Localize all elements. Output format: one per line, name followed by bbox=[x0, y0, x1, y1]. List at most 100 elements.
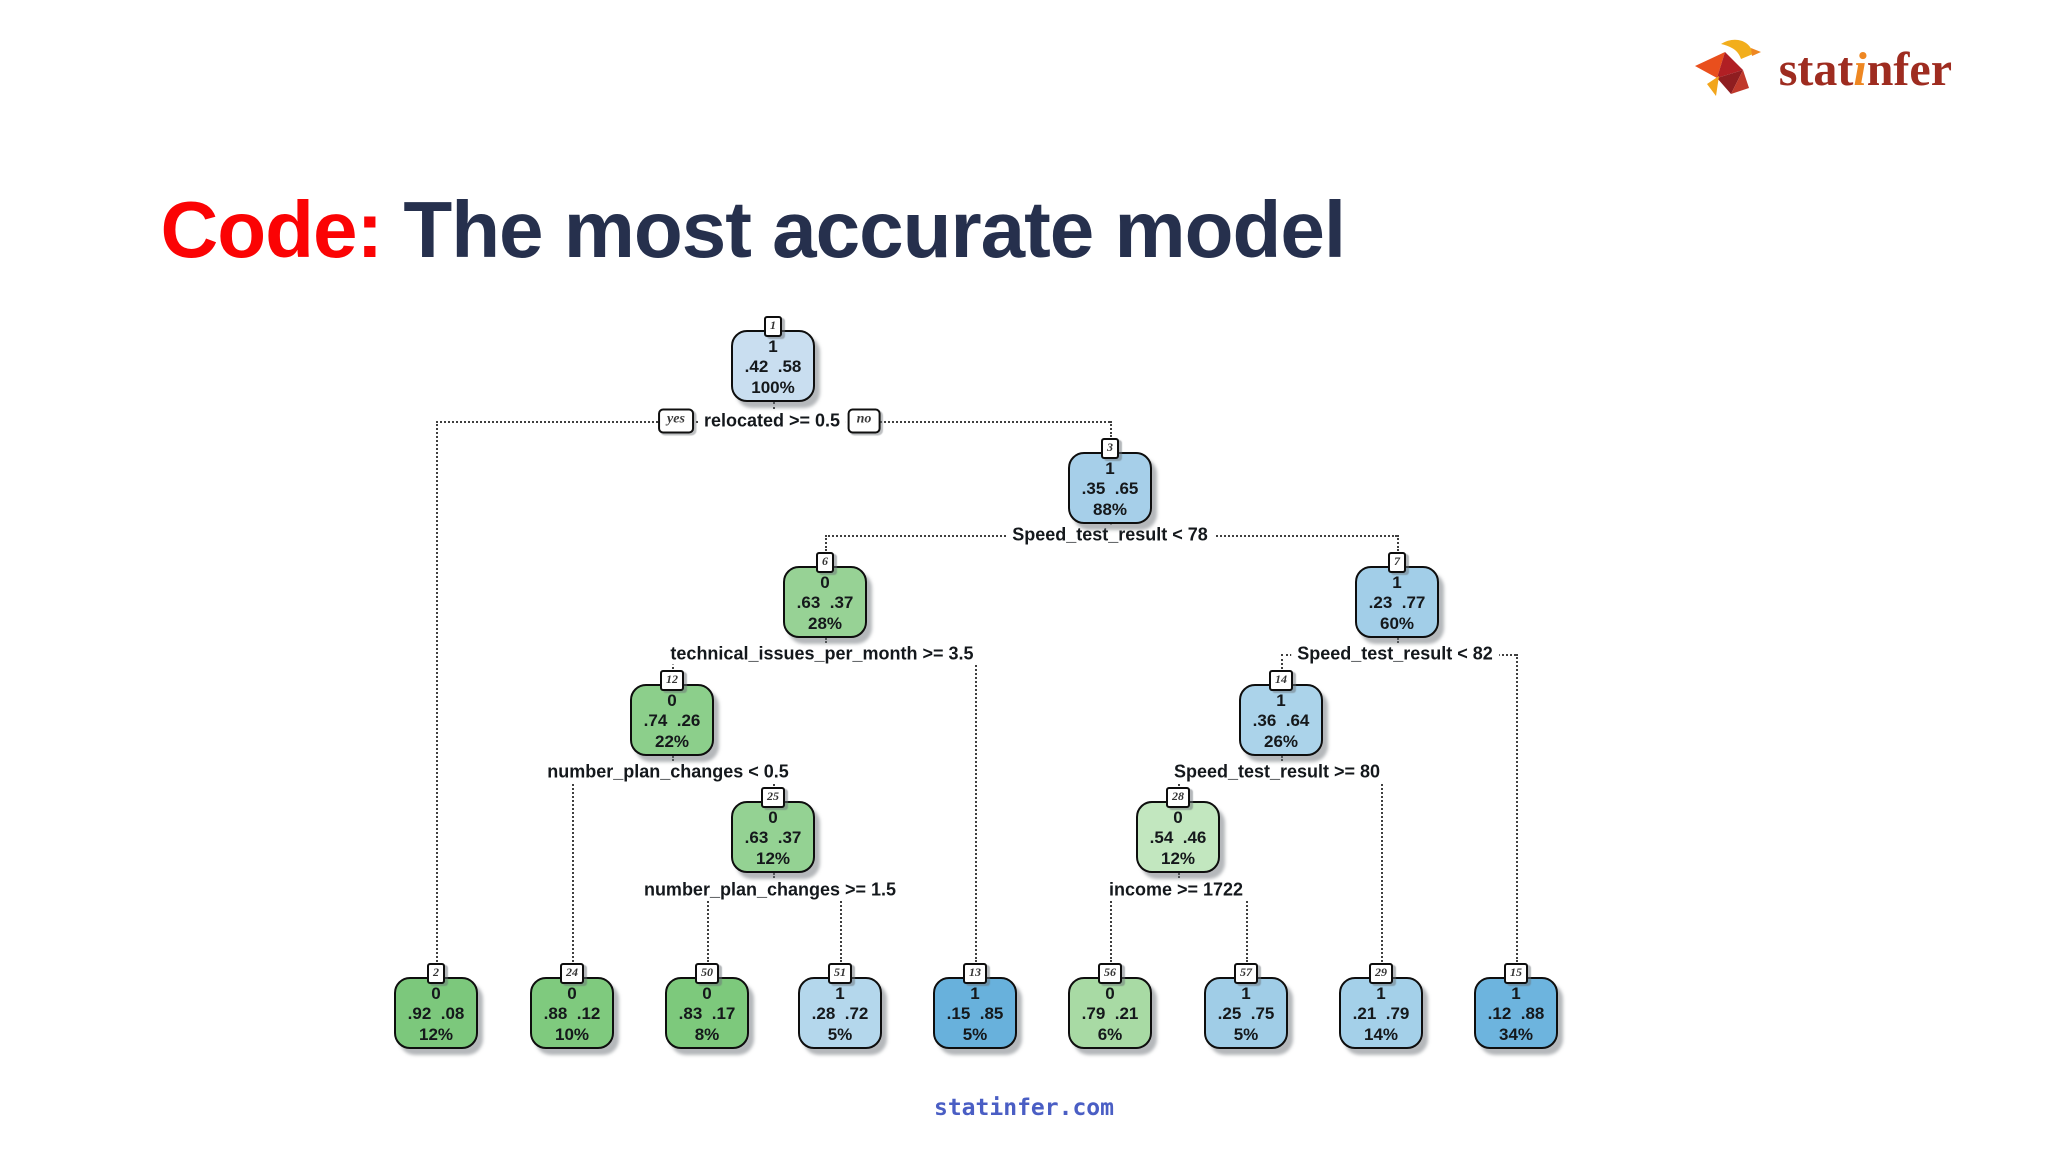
tree-node-id: 51 bbox=[828, 963, 852, 984]
node-probabilities: .28 .72 bbox=[811, 1004, 869, 1024]
node-coverage-percent: 60% bbox=[1379, 613, 1415, 633]
node-coverage-percent: 8% bbox=[694, 1024, 720, 1044]
node-probabilities: .15 .85 bbox=[946, 1004, 1004, 1024]
node-coverage-percent: 26% bbox=[1263, 731, 1299, 751]
tree-branch-line-vertical bbox=[1397, 535, 1399, 551]
title-rest-part: The most accurate model bbox=[382, 185, 1346, 274]
node-probabilities: .63 .37 bbox=[796, 593, 854, 613]
tree-branch-line-vertical bbox=[1381, 772, 1383, 962]
node-class-label: 0 bbox=[667, 691, 677, 710]
title-code-part: Code: bbox=[160, 185, 383, 274]
tree-node-id: 57 bbox=[1234, 963, 1258, 984]
node-coverage-percent: 10% bbox=[554, 1024, 590, 1044]
tree-branch-line-vertical bbox=[707, 890, 709, 962]
tree-branch-line-vertical bbox=[436, 421, 438, 962]
node-probabilities: .25 .75 bbox=[1217, 1004, 1275, 1024]
node-class-label: 1 bbox=[1511, 984, 1521, 1003]
tree-branch-line-vertical bbox=[975, 654, 977, 962]
tree-node-id: 1 bbox=[764, 316, 782, 337]
node-class-label: 0 bbox=[820, 573, 830, 592]
statinfer-logo-text: statinfer bbox=[1779, 42, 1952, 97]
node-coverage-percent: 28% bbox=[807, 613, 843, 633]
node-class-label: 0 bbox=[567, 984, 577, 1003]
node-class-label: 1 bbox=[1376, 984, 1386, 1003]
split-rule-label: Speed_test_result < 82 bbox=[1291, 643, 1499, 665]
tree-node-id: 13 bbox=[963, 963, 987, 984]
node-probabilities: .88 .12 bbox=[543, 1004, 601, 1024]
node-class-label: 1 bbox=[1392, 573, 1402, 592]
node-probabilities: .54 .46 bbox=[1149, 828, 1207, 848]
tree-node-id: 3 bbox=[1101, 438, 1119, 459]
node-probabilities: .63 .37 bbox=[744, 828, 802, 848]
split-rule-label: number_plan_changes < 0.5 bbox=[541, 761, 795, 783]
logo-nfer: nfer bbox=[1866, 43, 1952, 96]
node-probabilities: .35 .65 bbox=[1081, 479, 1139, 499]
tree-branch-line-vertical bbox=[773, 402, 775, 413]
node-coverage-percent: 12% bbox=[755, 848, 791, 868]
node-probabilities: .74 .26 bbox=[643, 711, 701, 731]
statinfer-bird-icon bbox=[1691, 34, 1769, 105]
node-class-label: 1 bbox=[835, 984, 845, 1003]
tree-node-id: 29 bbox=[1369, 963, 1393, 984]
tree-node-id: 2 bbox=[427, 963, 445, 984]
statinfer-logo: statinfer bbox=[1691, 34, 1952, 105]
node-coverage-percent: 100% bbox=[751, 377, 795, 397]
logo-i: i bbox=[1853, 43, 1867, 96]
page-title: Code: The most accurate model bbox=[118, 92, 1346, 276]
node-probabilities: .21 .79 bbox=[1352, 1004, 1410, 1024]
tree-branch-line-vertical bbox=[773, 873, 775, 882]
tree-branch-line-vertical bbox=[672, 756, 674, 764]
tree-branch-line-vertical bbox=[1110, 421, 1112, 437]
tree-branch-line-vertical bbox=[1516, 654, 1518, 962]
split-rule-label: Speed_test_result >= 80 bbox=[1167, 761, 1387, 783]
branch-no-tag: no bbox=[847, 408, 881, 434]
node-coverage-percent: 5% bbox=[962, 1024, 988, 1044]
node-coverage-percent: 6% bbox=[1097, 1024, 1123, 1044]
tree-branch-line-vertical bbox=[840, 890, 842, 962]
tree-branch-line-vertical bbox=[1110, 890, 1112, 962]
logo-stat: stat bbox=[1778, 43, 1854, 96]
tree-branch-line-vertical bbox=[1281, 654, 1283, 669]
tree-node-id: 6 bbox=[816, 552, 834, 573]
tree-branch-line-vertical bbox=[1281, 756, 1283, 764]
node-class-label: 1 bbox=[1241, 984, 1251, 1003]
node-probabilities: .79 .21 bbox=[1081, 1004, 1139, 1024]
node-coverage-percent: 12% bbox=[1160, 848, 1196, 868]
node-probabilities: .92 .08 bbox=[407, 1004, 465, 1024]
node-class-label: 0 bbox=[702, 984, 712, 1003]
node-class-label: 0 bbox=[768, 808, 778, 827]
node-coverage-percent: 22% bbox=[654, 731, 690, 751]
node-probabilities: .83 .17 bbox=[678, 1004, 736, 1024]
node-coverage-percent: 34% bbox=[1498, 1024, 1534, 1044]
split-rule-label: relocated >= 0.5 bbox=[697, 410, 847, 432]
node-coverage-percent: 5% bbox=[827, 1024, 853, 1044]
tree-branch-line-vertical bbox=[572, 772, 574, 962]
node-coverage-percent: 5% bbox=[1233, 1024, 1259, 1044]
tree-node-id: 28 bbox=[1166, 787, 1190, 808]
tree-branch-line-vertical bbox=[1246, 890, 1248, 962]
tree-node-id: 25 bbox=[761, 787, 785, 808]
branch-yes-tag: yes bbox=[658, 408, 694, 434]
node-coverage-percent: 88% bbox=[1092, 499, 1128, 519]
split-rule-label: income >= 1722 bbox=[1102, 879, 1250, 901]
tree-node-id: 15 bbox=[1504, 963, 1528, 984]
split-rule-label: technical_issues_per_month >= 3.5 bbox=[664, 643, 980, 665]
node-class-label: 0 bbox=[431, 984, 441, 1003]
tree-branch-line-vertical bbox=[1397, 638, 1399, 646]
tree-node-id: 14 bbox=[1269, 670, 1293, 691]
